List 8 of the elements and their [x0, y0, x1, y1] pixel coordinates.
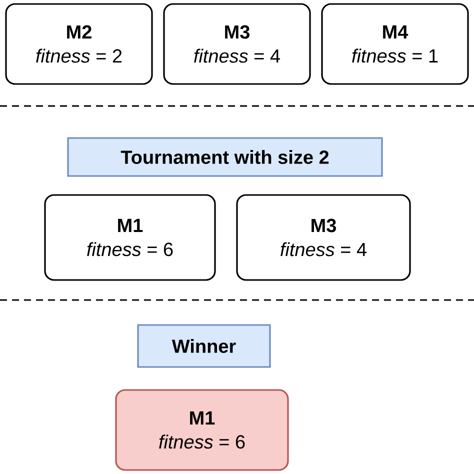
model-box: M3 fitness = 4 [163, 3, 311, 85]
model-box: M3 fitness = 4 [236, 194, 411, 281]
winner-box: M1 fitness = 6 [115, 389, 289, 471]
model-box: M4 fitness = 1 [321, 3, 469, 85]
stage-label: Winner [137, 324, 271, 368]
model-box: M2 fitness = 2 [5, 3, 153, 85]
stage-label: Tournament with size 2 [67, 137, 383, 177]
model-box: M1 fitness = 6 [44, 194, 216, 281]
